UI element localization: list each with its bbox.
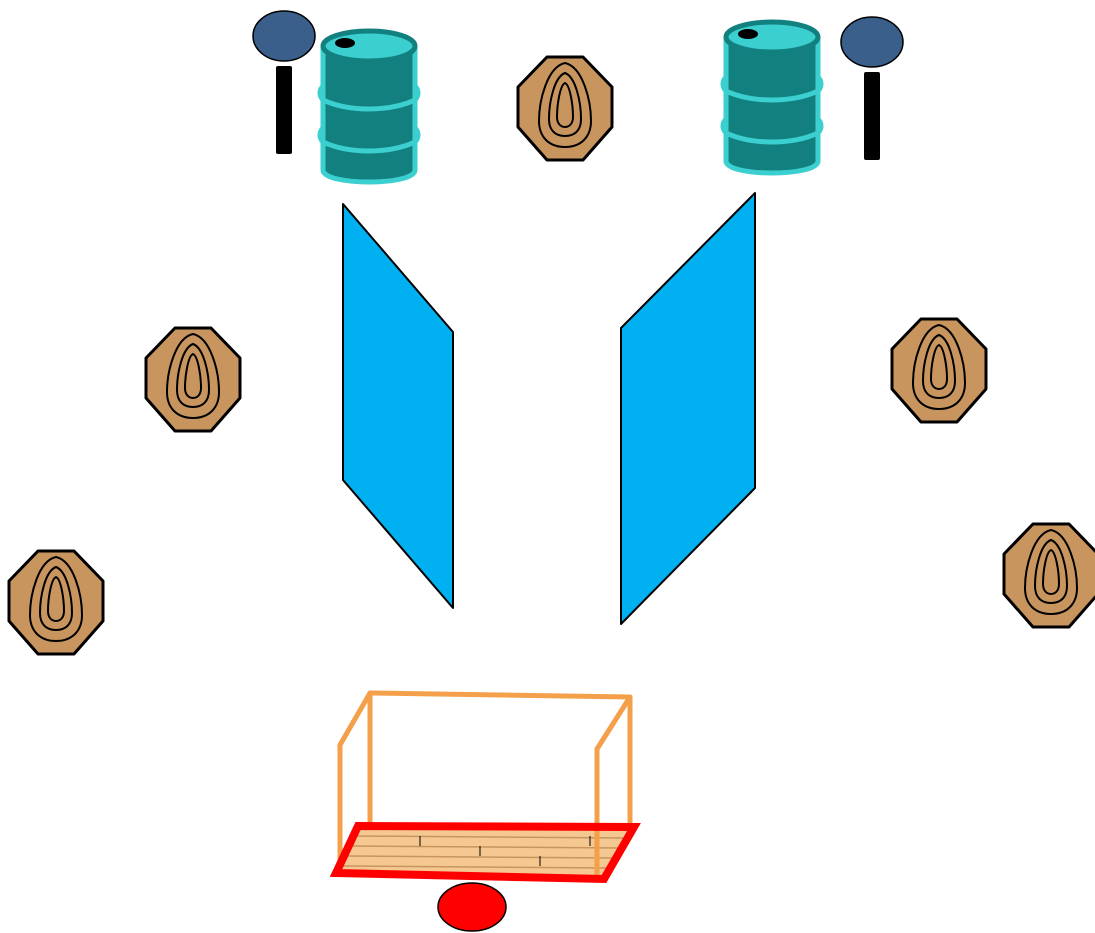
popper-target-icon — [840, 16, 904, 161]
octagon-steel-target-icon — [7, 549, 105, 656]
oil-barrel-icon — [723, 22, 821, 173]
popper-target-icon — [252, 10, 316, 155]
barricade-wall-icon — [620, 192, 756, 625]
barricade-wall-icon — [342, 203, 454, 609]
start-position-icon — [437, 882, 507, 932]
shooting-box-icon — [329, 690, 641, 884]
octagon-steel-target-icon — [1002, 522, 1095, 629]
oil-barrel-icon — [320, 31, 418, 182]
octagon-steel-target-icon — [144, 326, 242, 433]
octagon-steel-target-icon — [516, 55, 614, 162]
octagon-steel-target-icon — [890, 317, 988, 424]
